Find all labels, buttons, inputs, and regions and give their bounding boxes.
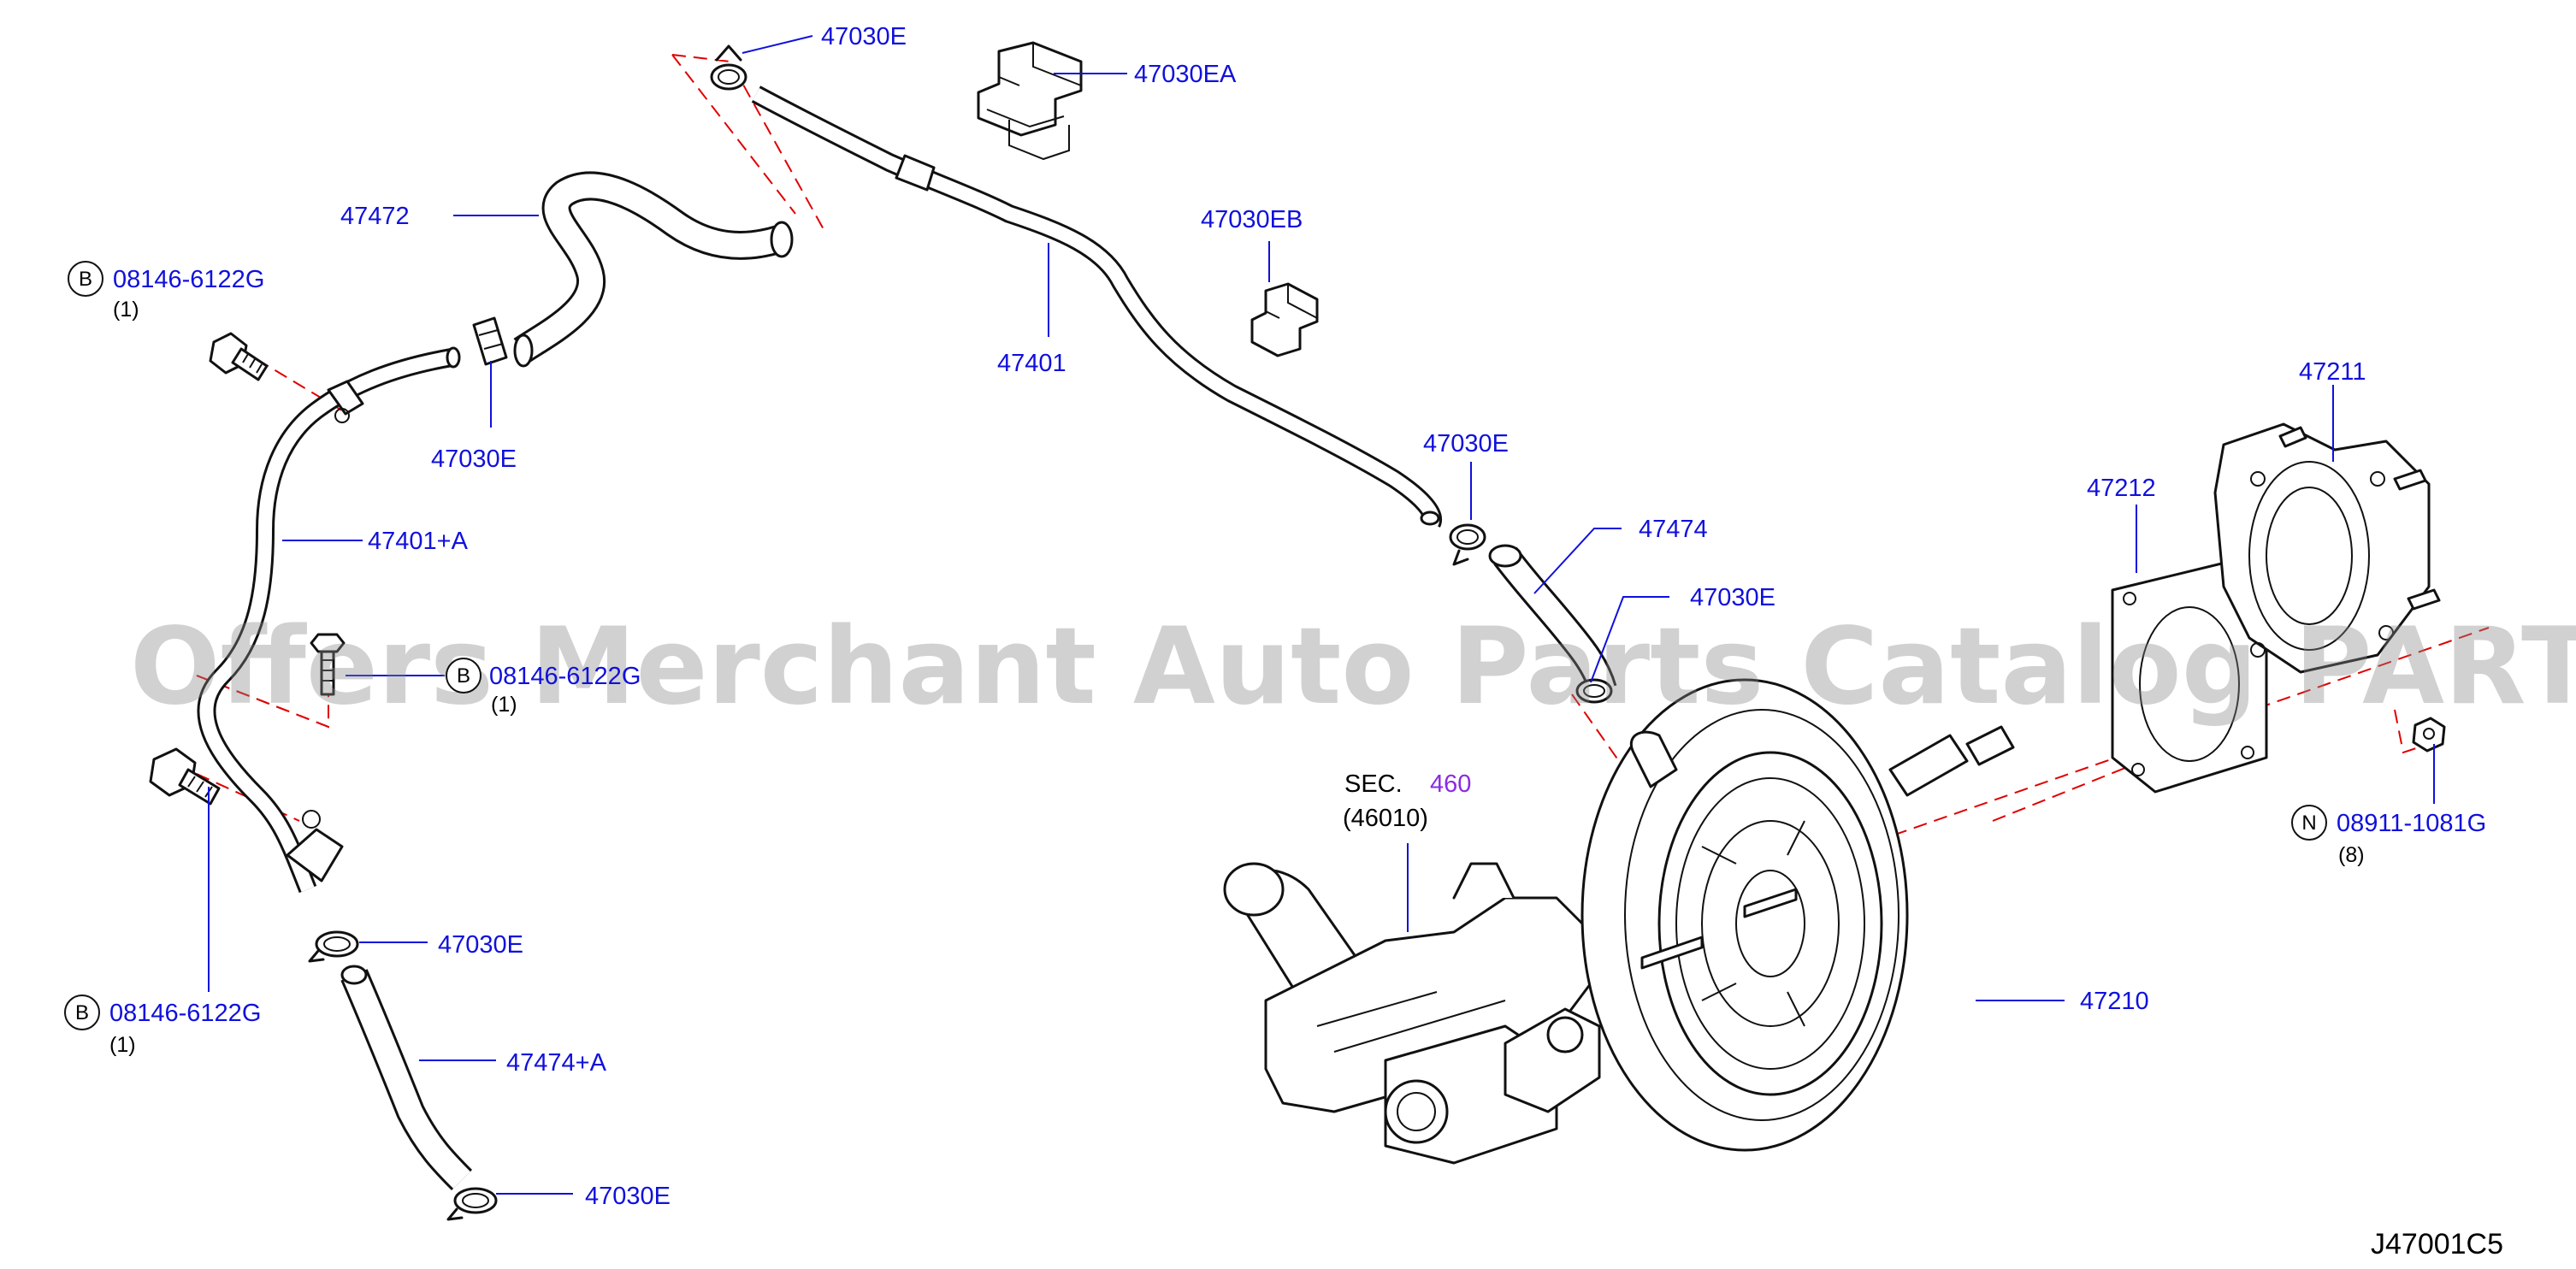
label-clamp-bottom[interactable]: 47030E	[585, 1183, 671, 1210]
label-clamp-left-lower[interactable]: 47030E	[438, 931, 523, 959]
label-gasket-47212[interactable]: 47212	[2087, 475, 2156, 502]
marker-letter: B	[457, 664, 470, 688]
label-clamp-top[interactable]: 47030E	[821, 23, 907, 50]
clamp-left-lower[interactable]	[308, 930, 359, 963]
marker-circle	[68, 261, 103, 297]
label-hose-47474a[interactable]: 47474+A	[506, 1049, 607, 1077]
label-bolt-top[interactable]: 08146-6122G	[113, 266, 264, 293]
label-hose-47474[interactable]: 47474	[1639, 516, 1708, 543]
section-prefix: SEC.	[1344, 770, 1403, 798]
marker-letter: B	[79, 268, 92, 291]
marker-circle	[2291, 805, 2327, 841]
label-pipe-47401[interactable]: 47401	[997, 350, 1066, 377]
label-clip-47030ea[interactable]: 47030EA	[1134, 61, 1237, 88]
label-booster-47210[interactable]: 47210	[2080, 988, 2149, 1015]
fastener-bolt-mid: B 08146-6122G (1)	[446, 658, 641, 717]
label-clamp-left-upper[interactable]: 47030E	[431, 446, 517, 473]
clamp-booster[interactable]	[1575, 678, 1613, 704]
marker-letter: N	[2301, 812, 2316, 835]
qty-bolt-top: (1)	[113, 298, 139, 322]
part-labels: 47030E 47030EA 47030EB 47472 47030E 4740…	[340, 23, 2366, 1210]
label-bolt-low[interactable]: 08146-6122G	[109, 1000, 261, 1027]
label-clamp-mid[interactable]: 47030E	[1423, 430, 1509, 457]
clamp-left-upper[interactable]	[472, 316, 508, 366]
section-reference: SEC. 460 (46010)	[1343, 770, 1471, 832]
label-hose-47472[interactable]: 47472	[340, 203, 410, 230]
marker-circle	[64, 995, 100, 1030]
pipe-47401a[interactable]	[197, 346, 461, 894]
fastener-bolt-low: B 08146-6122G (1)	[64, 995, 261, 1057]
brake-booster[interactable]	[1580, 678, 2015, 1152]
master-cylinder[interactable]	[1223, 862, 1601, 1165]
bracket-47211[interactable]	[2213, 422, 2441, 674]
bolt-top-art[interactable]	[209, 332, 269, 381]
section-sub: (46010)	[1343, 805, 1428, 832]
marker-letter: B	[75, 1001, 89, 1024]
hose-47472[interactable]	[513, 171, 794, 368]
pipe-47401[interactable]	[751, 86, 1442, 528]
clamp-bottom[interactable]	[446, 1187, 498, 1221]
bolt-mid-art[interactable]	[310, 633, 346, 696]
fastener-bolt-top: B 08146-6122G (1)	[68, 261, 264, 322]
qty-bolt-low: (1)	[109, 1033, 136, 1057]
nut-art[interactable]	[2412, 717, 2446, 753]
clamp-mid[interactable]	[1449, 523, 1486, 566]
label-bolt-mid[interactable]: 08146-6122G	[489, 663, 641, 690]
marker-circle	[446, 658, 482, 694]
fastener-nut: N 08911-1081G (8)	[2291, 805, 2486, 867]
leader-lines	[208, 35, 2435, 1195]
label-clip-47030eb[interactable]: 47030EB	[1201, 206, 1303, 233]
label-pipe-47401a[interactable]: 47401+A	[368, 528, 469, 555]
qty-bolt-mid: (1)	[491, 693, 517, 717]
hose-47474a[interactable]	[340, 965, 473, 1191]
alignment-lines	[196, 54, 2490, 976]
hose-47474[interactable]	[1488, 544, 1617, 694]
label-clamp-booster[interactable]: 47030E	[1690, 584, 1775, 611]
clamp-top[interactable]	[710, 44, 747, 91]
clip-47030eb[interactable]	[1250, 282, 1319, 357]
label-bracket-47211[interactable]: 47211	[2299, 358, 2366, 386]
watermark: Offers Merchant Auto Parts Catalog PARTS…	[130, 605, 2576, 729]
section-link[interactable]: 460	[1430, 770, 1471, 798]
diagram-code: J47001C5	[2371, 1228, 2503, 1260]
qty-nut: (8)	[2338, 843, 2365, 867]
clip-47030ea[interactable]	[977, 41, 1083, 161]
label-nut[interactable]: 08911-1081G	[2337, 810, 2486, 837]
